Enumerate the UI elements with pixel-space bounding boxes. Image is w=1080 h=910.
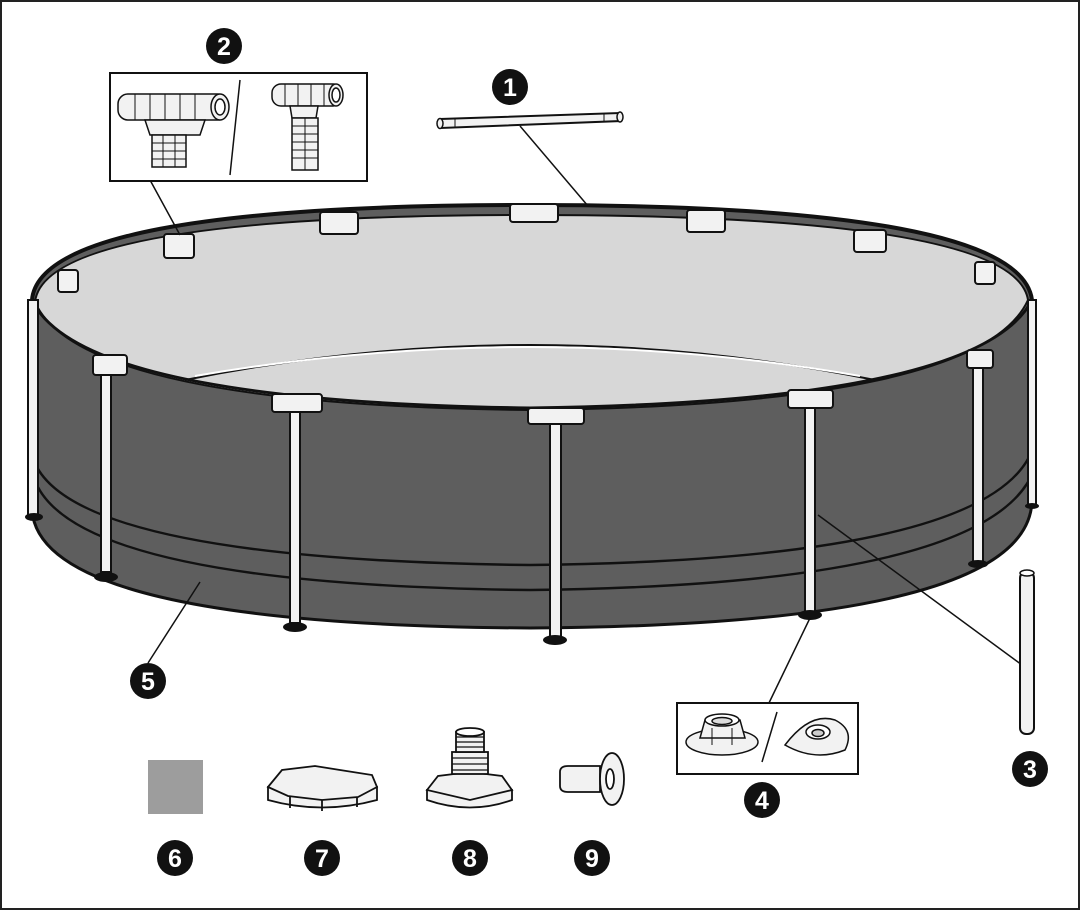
callout-badge-circle xyxy=(1012,751,1048,787)
leader-line-1 xyxy=(519,125,589,207)
pool-belt-upper xyxy=(30,444,1036,567)
vertical-leg-part xyxy=(1019,569,1035,735)
callout-number: 6 xyxy=(168,845,182,873)
leg-foot xyxy=(25,513,43,521)
t-joint-type-a-icon xyxy=(117,93,230,168)
leg-cap-type-a-icon xyxy=(685,713,759,756)
leg-foot xyxy=(798,610,822,620)
pool-water-line-2 xyxy=(194,346,861,377)
callout-number: 4 xyxy=(755,787,769,815)
callout-number: 1 xyxy=(503,74,517,102)
callout-badge-circle xyxy=(492,69,528,105)
callout-badge-repair-patch: 6 xyxy=(157,840,193,876)
rim-joint xyxy=(57,269,79,293)
rim-joint xyxy=(509,203,559,223)
callout-badge-circle xyxy=(304,840,340,876)
leg-foot xyxy=(543,635,567,645)
leg xyxy=(27,299,39,516)
leg-cap-part xyxy=(676,702,859,775)
callout-number: 2 xyxy=(217,33,231,61)
front-joint xyxy=(527,407,585,425)
pool-assembly xyxy=(25,202,1039,645)
front-joint xyxy=(787,389,834,409)
front-joint xyxy=(92,354,128,376)
callout-badge-top-rail: 1 xyxy=(492,69,528,105)
drain-adapter-icon xyxy=(425,727,514,809)
leg xyxy=(804,399,816,613)
callout-badge-circle xyxy=(574,840,610,876)
leg xyxy=(100,371,112,573)
leader-line-3 xyxy=(817,514,1023,666)
front-joint xyxy=(271,393,323,413)
leader-line-2 xyxy=(149,179,181,236)
leg xyxy=(1027,299,1037,506)
callout-badge-circle xyxy=(744,782,780,818)
rim-joint xyxy=(853,229,887,253)
rim-joint xyxy=(163,233,195,259)
leader-line-5 xyxy=(147,581,201,664)
callout-badge-t-joint: 2 xyxy=(206,28,242,64)
rim-joint xyxy=(319,211,359,235)
rim-joint xyxy=(974,261,996,285)
callout-badge-circle xyxy=(157,840,193,876)
callout-badge-drain-cap: 7 xyxy=(304,840,340,876)
top-rail-part xyxy=(436,111,624,130)
t-joint-part xyxy=(109,72,368,182)
t-joint-type-b-icon xyxy=(271,83,344,171)
callout-badge-vertical-leg: 3 xyxy=(1012,751,1048,787)
callout-number: 8 xyxy=(463,845,477,873)
callout-badge-circle xyxy=(452,840,488,876)
callout-number: 7 xyxy=(315,845,329,873)
leg xyxy=(549,419,562,638)
callout-badges: 1 2 3 4 5 6 7 8 9 xyxy=(130,28,1048,876)
leg-foot xyxy=(1025,503,1039,509)
callout-badge-leg-cap: 4 xyxy=(744,782,780,818)
callout-badge-circle xyxy=(130,663,166,699)
callout-number: 5 xyxy=(141,668,155,696)
leg-cap-type-b-icon xyxy=(783,717,850,756)
rim-joint xyxy=(686,209,726,233)
callout-number: 9 xyxy=(585,845,599,873)
leg xyxy=(972,361,984,563)
plug-icon xyxy=(559,752,625,806)
leg xyxy=(289,407,301,624)
callout-badge-circle xyxy=(206,28,242,64)
callout-badge-drain-adapter: 8 xyxy=(452,840,488,876)
drain-cap-icon xyxy=(266,765,379,811)
callout-badge-plug: 9 xyxy=(574,840,610,876)
leg-foot xyxy=(94,572,118,582)
callout-number: 3 xyxy=(1023,756,1037,784)
leg-foot xyxy=(283,622,307,632)
leader-line-4 xyxy=(767,617,811,706)
repair-patch-swatch xyxy=(148,760,203,814)
leg-foot xyxy=(968,560,988,568)
front-joint xyxy=(966,349,994,369)
callout-badge-pool-liner: 5 xyxy=(130,663,166,699)
